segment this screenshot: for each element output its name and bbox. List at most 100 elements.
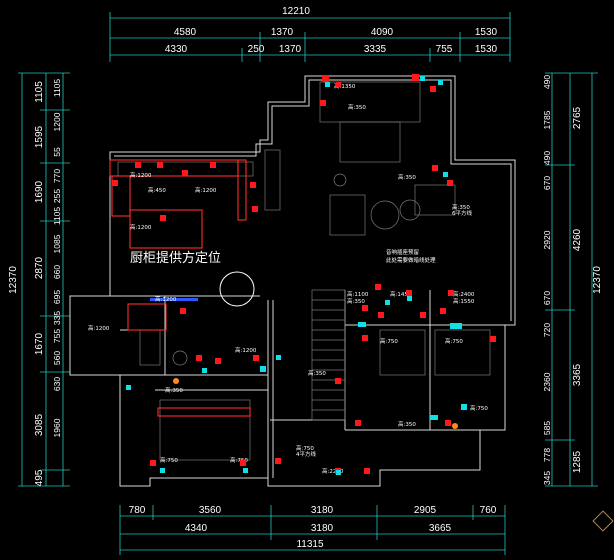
dim-right-inner-3: 490 [542,151,552,165]
dim-right-inner-8: 2360 [542,372,552,391]
note-4-square: 4平方线 [296,450,316,458]
dim-top-6: 250 [248,44,265,55]
cabinet-position-note: 厨柜提供方定位 [130,250,221,266]
note-6-square: 6平方线 [452,209,472,217]
label-h350-d: 高:350 [347,297,365,305]
left-dimension-chain: 12370 1105 1595 1690 2870 1670 3085 495 … [8,72,70,487]
label-h450: 高:450 [148,186,166,194]
dim-right-inner-4: 670 [542,176,552,190]
dim-left-inner-1: 1105 [52,79,62,98]
label-h1100: 高:1100 [347,290,369,298]
dim-top-7: 1370 [279,44,302,55]
label-h1200-d: 高:1200 [155,295,177,303]
dining-table [219,271,255,307]
dim-left-inner-3: 55 [52,147,62,157]
dim-left-2: 1595 [34,125,45,148]
dim-bottom-7: 3180 [311,523,334,534]
dim-left-inner-9: 695 [52,290,62,304]
dim-left-inner-13: 630 [52,377,62,391]
dim-left-inner-2: 1200 [52,112,62,131]
dim-right-outer-1: 2765 [572,106,583,129]
socket-markers [112,74,496,474]
label-h350-b: 高:350 [398,173,416,181]
dim-bottom-overall: 11315 [296,539,324,550]
label-h750-b: 高:750 [445,337,463,345]
label-h2200: 高:2200 [322,467,344,475]
dim-right-inner-2: 1785 [542,110,552,129]
dim-right-overall: 12370 [592,266,603,294]
label-h1200-c: 高:1200 [130,223,152,231]
dim-bottom-3: 3180 [311,505,334,516]
label-h750-e: 高:750 [230,456,248,464]
label-h1200-e: 高:1200 [88,324,110,332]
dim-top-5: 4330 [165,44,188,55]
dim-left-inner-12: 560 [52,351,62,365]
label-h1550: 高:1550 [453,297,475,305]
dim-bottom-1: 780 [129,505,146,516]
dim-left-6: 3085 [34,413,45,436]
label-h1200-a: 高:1200 [130,171,152,179]
dim-bottom-2: 3560 [199,505,222,516]
label-h1200-f: 高:1200 [235,346,257,354]
dim-right-outer-2: 4260 [572,228,583,251]
label-h350-g: 高:350 [398,420,416,428]
dim-left-overall: 12370 [8,266,19,294]
dim-left-inner-4: 770 [52,169,62,183]
dim-top-2: 1370 [271,27,294,38]
label-h750-c: 高:750 [470,404,488,412]
label-h750-a: 高:750 [380,337,398,345]
dim-bottom-5: 760 [480,505,497,516]
dim-left-4: 2870 [34,256,45,279]
dim-top-9: 755 [436,44,453,55]
label-h350-c: 高:350 [452,203,470,211]
dim-right-inner-5: 2920 [542,230,552,249]
dim-top-4: 1530 [475,27,498,38]
dim-left-1: 1105 [34,81,45,103]
label-h1200-b: 高:1200 [195,186,217,194]
furniture [117,81,491,461]
dim-left-inner-14: 1960 [52,418,62,437]
note-audio-1: 音响插座预留 [386,248,420,256]
dim-left-7: 495 [34,469,45,486]
dim-right-inner-6: 670 [542,291,552,305]
right-dimension-chain: 12370 2765 4260 3365 1285 490 1785 490 6… [542,72,603,487]
label-h350-e: 高:350 [308,369,326,377]
label-h350-f: 高:350 [165,386,183,394]
dim-left-inner-6: 1105 [52,207,62,226]
dim-left-3: 1690 [34,180,45,203]
dim-top-10: 1530 [475,44,498,55]
height-labels: 高:1350 高:350 高:1200 高:450 高:1200 高:1200 … [88,82,488,475]
note-audio-2: 此处需要做暗线处理 [386,256,436,264]
label-h750-d: 高:750 [160,456,178,464]
label-h2400: 高:2400 [453,290,475,298]
dim-top-overall: 12210 [282,6,310,17]
label-h1350: 高:1350 [334,82,356,90]
label-h350-a: 高:350 [348,103,366,111]
dim-right-outer-4: 1285 [572,450,583,473]
dim-left-5: 1670 [34,332,45,355]
dim-right-inner-10: 778 [542,448,552,462]
dim-left-inner-11: 755 [52,329,62,343]
dim-bottom-6: 4340 [185,523,208,534]
top-dimension-chain: 12210 4580 1370 4090 1530 4330 250 1370 … [109,6,511,62]
cyan-switch-boxes [126,76,467,475]
label-h750-f: 高:750 [296,444,314,452]
staircase [311,289,346,421]
dim-right-inner-11: 345 [542,471,552,485]
counter-blue-bar [150,298,198,301]
dim-left-inner-5: 255 [52,189,62,203]
dim-right-inner-7: 720 [542,323,552,337]
corner-watermark-icon [592,510,614,532]
dim-right-inner-1: 490 [542,75,552,89]
dim-top-3: 4090 [371,27,394,38]
dim-left-inner-8: 660 [52,265,62,279]
dim-right-outer-3: 3365 [572,363,583,386]
dim-right-inner-9: 585 [542,421,552,435]
dim-left-inner-7: 1085 [52,234,62,253]
kitchen-cabinet-outline [109,159,251,417]
label-h1450: 高:1450 [390,290,412,298]
dim-top-1: 4580 [174,27,197,38]
dim-bottom-8: 3665 [429,523,452,534]
bottom-dimension-chain: 780 3560 3180 2905 760 4340 3180 3665 11… [119,505,506,555]
